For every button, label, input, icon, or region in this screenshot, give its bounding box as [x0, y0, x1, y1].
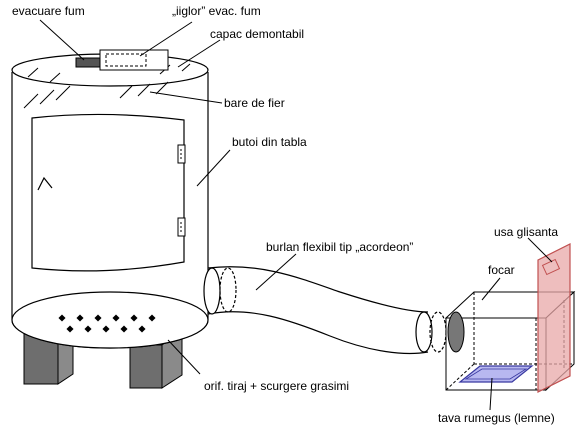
label-flex-pipe: burlan flexibil tip „acordeon” [266, 240, 413, 254]
draft-hole [138, 325, 146, 333]
flex-pipe-bottom-edge [207, 311, 429, 355]
sawdust-tray [458, 365, 534, 383]
smoke-exhaust [75, 49, 169, 71]
label-sheet-barrel: butoi din tabla [232, 135, 307, 149]
barrel-door [31, 113, 185, 272]
leader-removable-lid [177, 39, 221, 68]
draft-hole [84, 325, 92, 333]
label-iron-bars: bare de fier [224, 96, 285, 110]
label-sliding-door: usa glisanta [494, 225, 558, 239]
sliding-door [537, 243, 571, 393]
draft-hole [148, 314, 156, 322]
smoke-pipe-inner [105, 53, 147, 67]
label-firebox: focar [488, 263, 515, 277]
draft-hole [66, 325, 74, 333]
sliding-door-handle [541, 258, 561, 276]
flex-pipe-ring-1 [203, 267, 221, 315]
label-draft-holes: orif. tiraj + scurgere grasimi [204, 379, 349, 393]
draft-hole [102, 325, 110, 333]
barrel [11, 53, 209, 349]
door-handle [37, 176, 53, 191]
label-smoke-exhaust: evacuare fum [12, 4, 85, 18]
label-sawdust-tray: tava rumegus (lemne) [438, 411, 555, 425]
flex-pipe-ring-3 [415, 311, 433, 353]
smoke-exhaust-block [75, 57, 103, 68]
flex-pipe-ring-2 [219, 267, 237, 313]
draft-hole [130, 314, 138, 322]
leader-smoke-pipe [139, 21, 193, 57]
flex-pipe-top-edge [207, 266, 429, 313]
leader-smoke-exhaust [39, 19, 85, 61]
sliding-door-panel [537, 243, 571, 393]
leg-right [129, 344, 163, 389]
leader-sliding-door [527, 237, 553, 263]
barrel-bottom [11, 291, 209, 349]
leader-firebox [481, 277, 501, 301]
leader-sheet-barrel [196, 149, 231, 187]
iron-bars-hatch [23, 81, 169, 109]
draft-hole [94, 314, 102, 322]
draft-holes [58, 314, 156, 333]
flex-pipe [203, 266, 447, 355]
smoke-pipe-body [99, 49, 169, 71]
leader-lines [39, 19, 553, 411]
firebox-opening [447, 311, 465, 353]
labels: evacuare fum „iiglor” evac. fum capac de… [12, 4, 558, 425]
draft-hole [58, 314, 66, 322]
leader-sawdust-tray [489, 377, 493, 411]
leader-draft-holes [167, 339, 201, 375]
sawdust-tray-shape [458, 365, 534, 383]
label-removable-lid: capac demontabil [210, 27, 304, 41]
draft-hole [112, 314, 120, 322]
leader-iron-bars [149, 91, 223, 104]
draft-hole [120, 325, 128, 333]
leader-flex-pipe [255, 253, 297, 291]
draft-hole [76, 314, 84, 322]
label-smoke-pipe: „iiglor” evac. fum [172, 4, 261, 18]
